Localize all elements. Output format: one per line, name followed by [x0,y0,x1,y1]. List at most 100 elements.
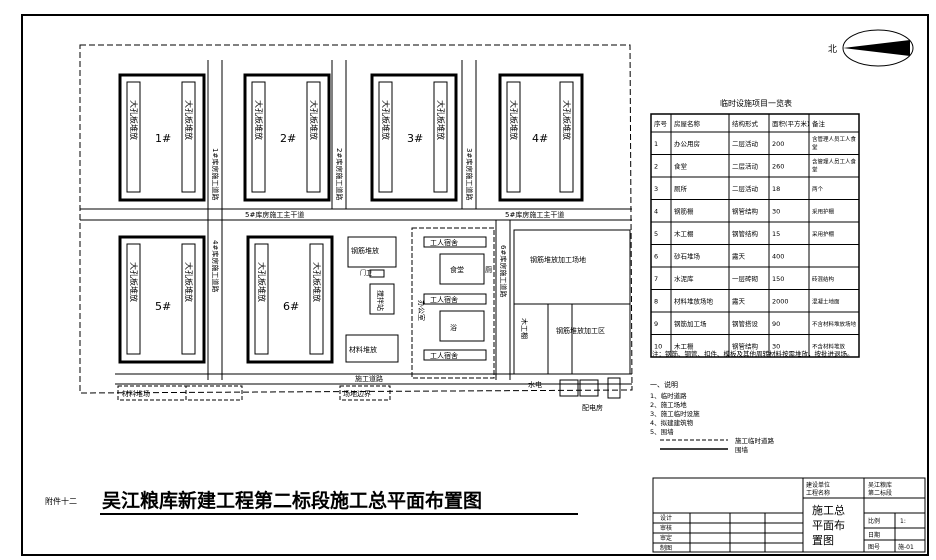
wh5-left-label: 大孔板堆放 [129,262,139,302]
tb-name-l3: 置图 [812,534,834,547]
wh2-right-label: 大孔板堆放 [309,100,319,140]
tb-scale-label: 比例 [868,517,880,525]
road-v3-label: 3#库房施工道路 [465,148,474,200]
warehouse-3: 大孔板堆放 大孔板堆放 3# [370,73,458,202]
legend-line2: 围墙 [735,445,749,454]
tb-project: 吴江粮库 [868,481,892,489]
table-cell: 二层活动 [732,184,759,193]
table-cell: 7 [654,275,658,283]
table-cell: 6 [654,253,658,261]
steel-yard-label: 钢筋堆放 [351,246,379,255]
tb-scale: 1: [900,518,906,525]
table-cell: 露天 [732,298,746,306]
table-cell: 办公用房 [674,139,700,148]
middle-facilities [345,227,631,379]
tb-design: 设计 [660,514,672,522]
table-outline [650,113,860,358]
table-cell: 材料堆放场地 [674,297,714,306]
warehouse-1: 大孔板堆放 大孔板堆放 1# [118,73,206,202]
wh1-code: 1# [155,132,171,145]
gate-label: 门卫 [360,269,372,277]
table-cell: 4 [654,208,658,216]
office-label: 办公室 [417,300,426,321]
wh3-left-label: 大孔板堆放 [381,100,391,140]
warehouse-2: 大孔板堆放 大孔板堆放 2# [243,73,331,202]
table-cell: 砖混结构 [812,275,835,283]
main-road [80,208,632,221]
table-header-cell: 备注 [812,119,826,128]
tb-company-l2: 工程名称 [806,489,830,497]
formwork-area-label: 钢筋堆放加工区 [556,326,605,335]
table-cell: 二层活动 [732,139,759,148]
tb-draw: 制图 [660,544,672,552]
table-cell: 钢筋加工场 [674,319,707,328]
tb-approve: 审定 [660,534,672,542]
wh5-code: 5# [155,300,171,313]
road-bottom-label: 施工道路 [355,374,383,383]
table-cell: 含管理人员工人食 [812,158,857,166]
table-cell: 水泥库 [674,274,694,283]
legend: 一、说明 1、临时道路 2、施工场地 3、施工临时设施 4、拟建建筑物 5、围墙… [650,380,775,454]
tb-name-l1: 施工总 [812,503,845,517]
road-v2-label: 2#库房施工道路 [335,148,344,200]
table-cell: 钢筋棚 [674,207,694,216]
table-cell: 150 [772,275,784,283]
dorm-mid-label: 工人宿舍 [430,295,458,304]
water-label: 水电 [528,380,542,389]
prefix-label: 附件十二 [45,496,77,506]
site-boundary [79,44,633,394]
table-header-cell: 序号 [654,119,668,128]
table-header-cell: 面积(平方米) [772,119,810,128]
left-box-label: 材料堆场 [122,389,150,398]
tb-sheet: 施-01 [898,543,914,551]
drawing-title: 吴江粮库新建工程第二标段施工总平面布置图 [102,489,482,512]
tb-name-l2: 平面布 [812,519,845,532]
table-note: 注：钢筋、钢管、扣件、模板及其他周转材料按需堆放，按批进退场。 [652,349,854,358]
table-cell: 3 [654,185,658,193]
canteen-label: 食堂 [450,265,464,274]
table-cell: 5 [654,230,658,238]
bottom-box-label: 场地边界 [343,389,371,398]
tb-date-label: 日期 [868,531,880,539]
drawing-frame [21,14,929,556]
table-cell: 1 [654,140,658,148]
wh3-right-label: 大孔板堆放 [436,100,446,140]
bottom-strip [117,377,621,401]
tb-company-l1: 建设单位 [806,481,830,489]
north-arrow: 北 [828,29,914,67]
table-cell: 钢管结构 [732,207,759,216]
road-label-top-left: 5#库房施工主干道 [245,210,304,219]
table-cell: 2000 [772,298,789,306]
legend-item-5: 5、围墙 [650,427,674,436]
tb-sheet-label: 图号 [868,544,880,551]
tb-subproject: 第二标段 [868,489,892,497]
legend-line1: 施工临时道路 [735,436,775,445]
legend-item-3: 3、施工临时设施 [650,409,700,418]
road-v1-label: 1#库房施工道路 [211,148,220,200]
dorm-bottom-label: 工人宿舍 [430,351,458,360]
power-room-label: 配电房 [582,403,603,412]
table-cell: 200 [772,140,784,148]
legend-item-1: 1、临时道路 [650,391,687,400]
wh6-left-label: 大孔板堆放 [257,262,267,302]
table-cell: 一层砖砌 [732,274,759,283]
table-cell: 砂石堆场 [674,252,701,261]
table-cell: 30 [772,208,780,216]
wh4-code: 4# [532,132,548,145]
table-header-cell: 结构形式 [732,119,759,128]
table-cell: 二层活动 [732,162,759,171]
road-v4-label: 4#库房施工道路 [211,240,220,292]
table-cell: 混凝土地面 [812,298,840,306]
wh2-left-label: 大孔板堆放 [254,100,264,140]
dorm-top-label: 工人宿舍 [430,238,458,247]
table-cell: 10 [654,343,662,351]
tb-check: 审核 [660,524,672,532]
north-label: 北 [828,44,837,55]
table-cell: 厕所 [674,184,688,193]
vertical-roads [207,60,511,380]
table-caption: 临时设施项目一览表 [720,98,792,108]
legend-item-4: 4、拟建建筑物 [650,418,694,427]
table-cell: 木工棚 [674,229,694,238]
table-cell: 8 [654,298,658,306]
